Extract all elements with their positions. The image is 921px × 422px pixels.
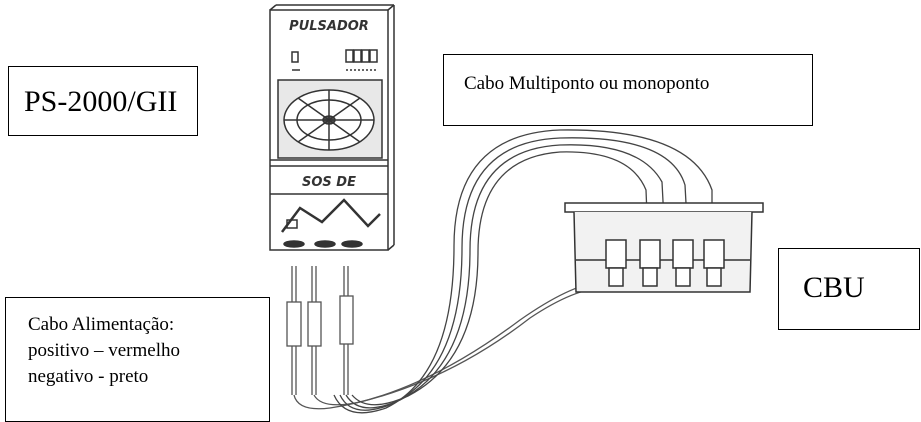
device-bottom-label: SOS DE xyxy=(302,175,356,190)
device-drawing: PULSADOR SOS DE xyxy=(269,4,395,251)
device-top-label: PULSADOR xyxy=(289,19,369,34)
switch-icon xyxy=(291,51,299,63)
power-cable-title: Cabo Alimentação: xyxy=(28,314,175,335)
dip-switch-icon xyxy=(345,49,354,63)
power-cable-label: Cabo Alimentação: positivo – vermelho ne… xyxy=(5,297,270,422)
signal-cable-label: Cabo Multiponto ou monoponto xyxy=(443,54,813,126)
cbu-connector-block xyxy=(564,202,764,293)
power-cable-negative: negativo - preto xyxy=(28,366,149,387)
cbu-label: CBU xyxy=(778,248,920,330)
power-leads xyxy=(286,266,605,410)
battery-icon xyxy=(286,219,298,229)
device-model-label: PS-2000/GII xyxy=(8,66,198,136)
signal-cable-bundle xyxy=(333,129,713,414)
power-cable-positive: positivo – vermelho xyxy=(28,340,180,361)
